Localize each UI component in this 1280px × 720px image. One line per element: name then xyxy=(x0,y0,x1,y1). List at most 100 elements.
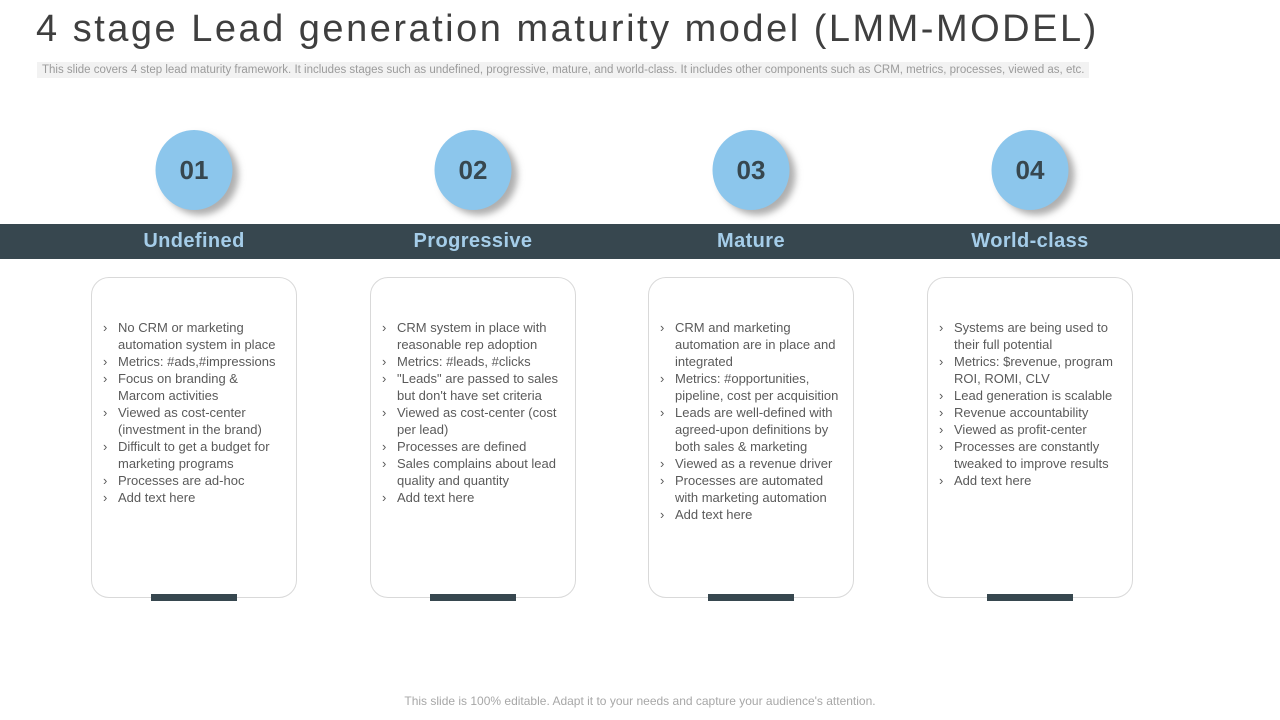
stage-number: 01 xyxy=(179,154,209,185)
bullet-text: Viewed as cost-center (investment in the… xyxy=(118,405,262,437)
bullet-text: Leads are well-defined with agreed-upon … xyxy=(675,405,833,454)
card-accent-bar xyxy=(987,594,1073,601)
list-item: › Sales complains about lead quality and… xyxy=(382,455,566,489)
list-item: › Metrics: #leads, #clicks xyxy=(382,353,566,370)
bullet-text: Revenue accountability xyxy=(954,405,1089,420)
list-item: › Metrics: #opportunities, pipeline, cos… xyxy=(660,370,844,404)
bullet-text: Processes are automated with marketing a… xyxy=(675,473,827,505)
chevron-bullet-icon: › xyxy=(103,320,108,335)
bullet-text: Add text here xyxy=(397,490,475,505)
bullet-text: Add text here xyxy=(954,473,1032,488)
list-item: › Lead generation is scalable xyxy=(939,387,1123,404)
card-accent-bar xyxy=(430,594,516,601)
chevron-bullet-icon: › xyxy=(382,490,387,505)
bullet-text: Metrics: $revenue, program ROI, ROMI, CL… xyxy=(954,354,1113,386)
stage-number-badge: 01 xyxy=(155,130,233,210)
list-item: › "Leads" are passed to sales but don't … xyxy=(382,370,566,404)
stage-column: 03 Mature › CRM and marketing automation… xyxy=(648,0,854,660)
card-accent-bar xyxy=(708,594,794,601)
chevron-bullet-icon: › xyxy=(103,490,108,505)
bullet-text: Metrics: #leads, #clicks xyxy=(397,354,531,369)
chevron-bullet-icon: › xyxy=(103,439,108,454)
chevron-bullet-icon: › xyxy=(939,320,944,335)
stage-number-badge: 04 xyxy=(991,130,1069,210)
stage-card: › Systems are being used to their full p… xyxy=(927,277,1133,598)
chevron-bullet-icon: › xyxy=(939,388,944,403)
stage-card: › CRM and marketing automation are in pl… xyxy=(648,277,854,598)
bullet-text: Processes are ad-hoc xyxy=(118,473,245,488)
list-item: › Add text here xyxy=(103,489,287,506)
list-item: › Metrics: #ads,#impressions xyxy=(103,353,287,370)
stage-number: 04 xyxy=(1015,154,1045,185)
list-item: › Systems are being used to their full p… xyxy=(939,319,1123,353)
stage-number-badge: 02 xyxy=(434,130,512,210)
stage-bullet-list: › CRM and marketing automation are in pl… xyxy=(660,319,844,523)
list-item: › Viewed as profit-center xyxy=(939,421,1123,438)
bullet-text: Metrics: #opportunities, pipeline, cost … xyxy=(675,371,839,403)
chevron-bullet-icon: › xyxy=(103,354,108,369)
chevron-bullet-icon: › xyxy=(660,405,665,420)
stage-number: 03 xyxy=(736,154,766,185)
stage-name-label: Progressive xyxy=(413,230,533,252)
list-item: › Processes are constantly tweaked to im… xyxy=(939,438,1123,472)
chevron-bullet-icon: › xyxy=(939,422,944,437)
list-item: › Add text here xyxy=(660,506,844,523)
stage-column: 01 Undefined › No CRM or marketing autom… xyxy=(91,0,297,660)
bullet-text: Difficult to get a budget for marketing … xyxy=(118,439,270,471)
stage-column: 02 Progressive › CRM system in place wit… xyxy=(370,0,576,660)
list-item: › Add text here xyxy=(939,472,1123,489)
stage-name-label: World-class xyxy=(971,230,1089,252)
bullet-text: Lead generation is scalable xyxy=(954,388,1113,403)
stage-name-band xyxy=(0,224,1280,259)
list-item: › Viewed as cost-center (cost per lead) xyxy=(382,404,566,438)
bullet-text: Add text here xyxy=(675,507,753,522)
bullet-text: Processes are defined xyxy=(397,439,527,454)
list-item: › Leads are well-defined with agreed-upo… xyxy=(660,404,844,455)
chevron-bullet-icon: › xyxy=(103,405,108,420)
chevron-bullet-icon: › xyxy=(939,439,944,454)
bullet-text: CRM and marketing automation are in plac… xyxy=(675,320,836,369)
bullet-text: Systems are being used to their full pot… xyxy=(954,320,1108,352)
chevron-bullet-icon: › xyxy=(660,473,665,488)
chevron-bullet-icon: › xyxy=(103,473,108,488)
chevron-bullet-icon: › xyxy=(382,354,387,369)
list-item: › CRM system in place with reasonable re… xyxy=(382,319,566,353)
list-item: › Focus on branding & Marcom activities xyxy=(103,370,287,404)
list-item: › Processes are automated with marketing… xyxy=(660,472,844,506)
bullet-text: No CRM or marketing automation system in… xyxy=(118,320,276,352)
chevron-bullet-icon: › xyxy=(382,439,387,454)
bullet-text: Viewed as a revenue driver xyxy=(675,456,833,471)
card-accent-bar xyxy=(151,594,237,601)
bullet-text: "Leads" are passed to sales but don't ha… xyxy=(397,371,558,403)
stage-card: › No CRM or marketing automation system … xyxy=(91,277,297,598)
bullet-text: Add text here xyxy=(118,490,196,505)
list-item: › Add text here xyxy=(382,489,566,506)
bullet-text: Viewed as cost-center (cost per lead) xyxy=(397,405,557,437)
list-item: › CRM and marketing automation are in pl… xyxy=(660,319,844,370)
bullet-text: Processes are constantly tweaked to impr… xyxy=(954,439,1109,471)
list-item: › Difficult to get a budget for marketin… xyxy=(103,438,287,472)
chevron-bullet-icon: › xyxy=(660,507,665,522)
list-item: › Viewed as cost-center (investment in t… xyxy=(103,404,287,438)
list-item: › Processes are ad-hoc xyxy=(103,472,287,489)
stage-number-badge: 03 xyxy=(712,130,790,210)
chevron-bullet-icon: › xyxy=(939,354,944,369)
chevron-bullet-icon: › xyxy=(103,371,108,386)
chevron-bullet-icon: › xyxy=(382,371,387,386)
list-item: › Metrics: $revenue, program ROI, ROMI, … xyxy=(939,353,1123,387)
stage-bullet-list: › No CRM or marketing automation system … xyxy=(103,319,287,506)
bullet-text: Viewed as profit-center xyxy=(954,422,1087,437)
bullet-text: CRM system in place with reasonable rep … xyxy=(397,320,547,352)
stage-bullet-list: › Systems are being used to their full p… xyxy=(939,319,1123,489)
stage-name-label: Mature xyxy=(717,230,785,252)
chevron-bullet-icon: › xyxy=(939,473,944,488)
chevron-bullet-icon: › xyxy=(660,456,665,471)
stage-bullet-list: › CRM system in place with reasonable re… xyxy=(382,319,566,506)
chevron-bullet-icon: › xyxy=(382,320,387,335)
chevron-bullet-icon: › xyxy=(382,405,387,420)
list-item: › Processes are defined xyxy=(382,438,566,455)
page-title: 4 stage Lead generation maturity model (… xyxy=(36,8,1099,50)
list-item: › Revenue accountability xyxy=(939,404,1123,421)
chevron-bullet-icon: › xyxy=(660,371,665,386)
